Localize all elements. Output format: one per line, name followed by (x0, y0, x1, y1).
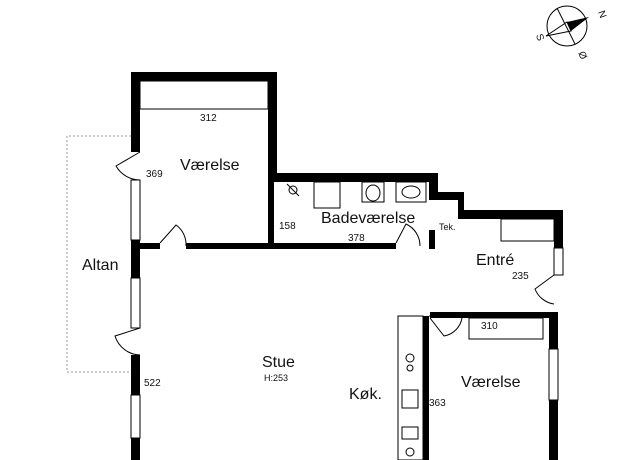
room-label-altan: Altan (82, 257, 119, 274)
dimension-310: 310 (481, 321, 498, 332)
cabinets (468, 218, 555, 340)
windows (130, 80, 564, 439)
room-label-vaerelse-top: Værelse (180, 157, 240, 174)
interior-walls (140, 182, 435, 460)
exterior-walls (131, 72, 563, 460)
dimension-369: 369 (146, 169, 163, 180)
dimension-378: 378 (348, 233, 365, 244)
compass-icon (545, 5, 589, 47)
balcony-outline (66, 135, 131, 373)
door-swings (114, 151, 555, 356)
dimension-312: 312 (200, 113, 217, 124)
room-label-tek: Tek. (439, 222, 456, 232)
dimension-158: 158 (279, 221, 296, 232)
kitchen-counter (397, 315, 424, 460)
room-label-kok: Køk. (349, 386, 382, 403)
dimension-235: 235 (512, 271, 529, 282)
bathroom-fixtures (286, 181, 427, 209)
room-label-vaerelse-right: Værelse (461, 374, 521, 391)
room-label-stue: Stue (262, 354, 295, 371)
dimension-363: 363 (429, 398, 446, 409)
room-height-stue: H:253 (264, 373, 289, 383)
room-label-badevaerelse: Badeværelse (321, 210, 416, 227)
dimension-522: 522 (144, 378, 161, 389)
room-label-entre: Entré (476, 252, 515, 269)
